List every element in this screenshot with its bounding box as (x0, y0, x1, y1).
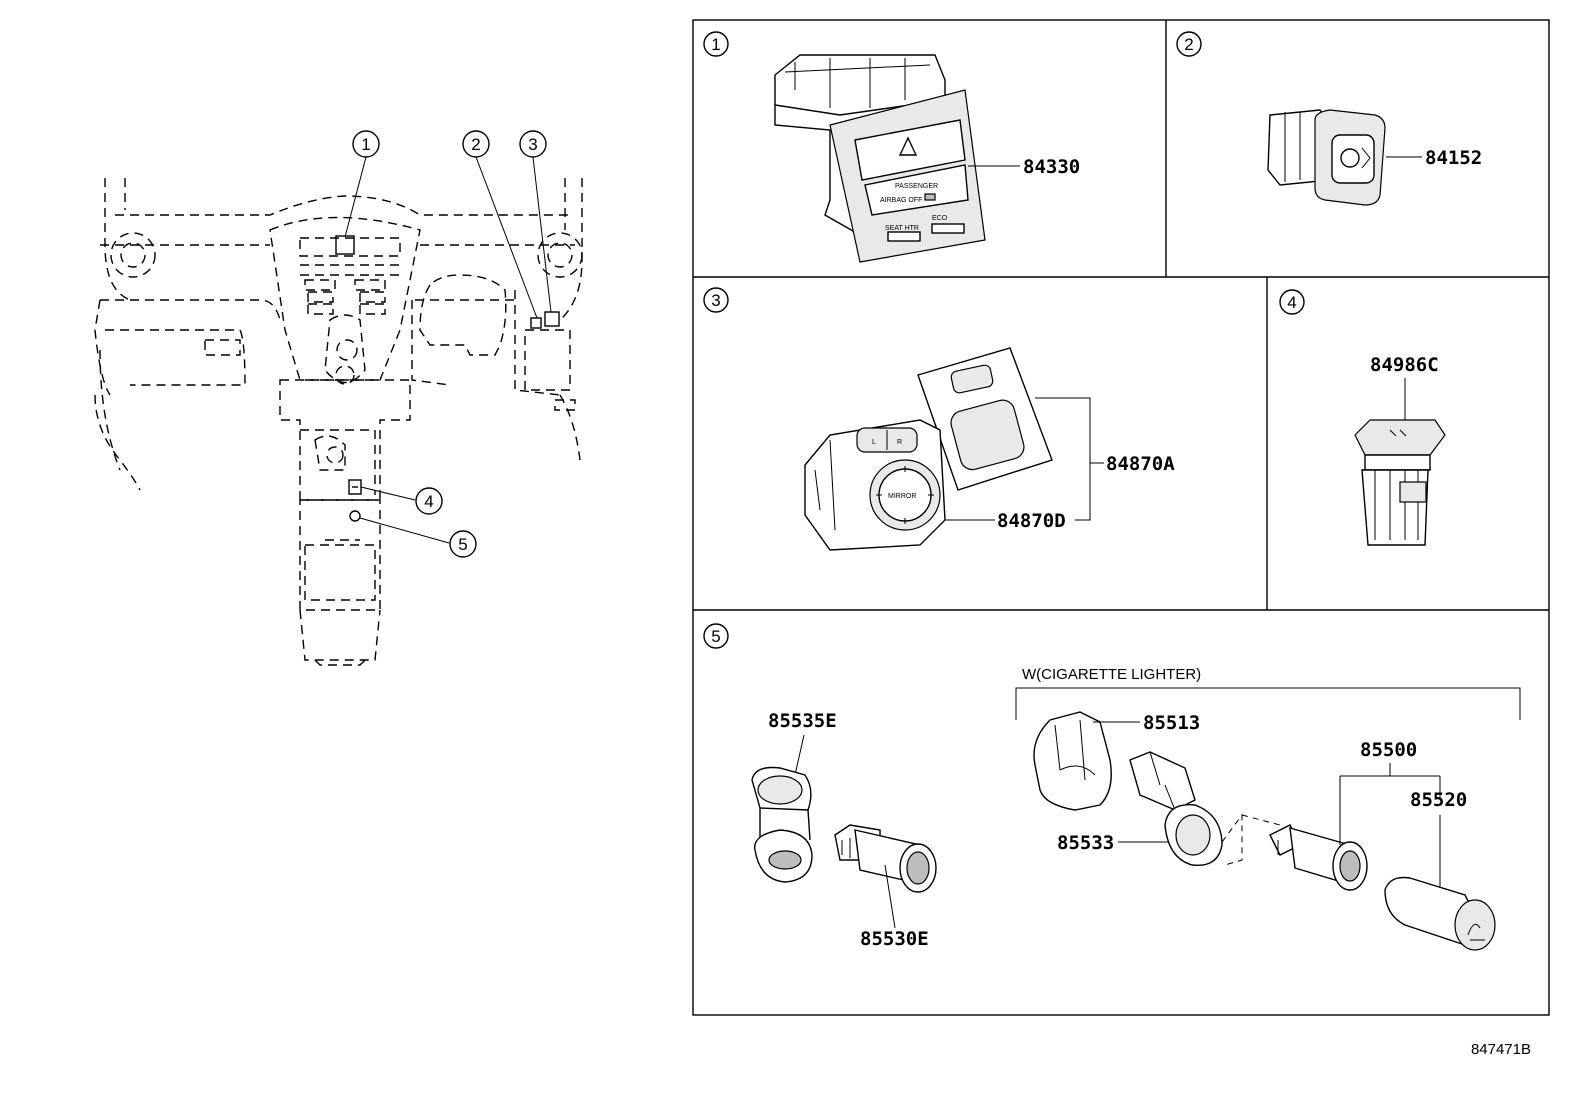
panel-2-number-circle (1176, 31, 1202, 57)
callout-1 (352, 130, 380, 158)
lighter-85520-illustration (1384, 876, 1496, 951)
part-85513: 85513 (1143, 712, 1200, 734)
panel-1-number-circle (703, 31, 729, 57)
panel-3-number-circle (703, 287, 729, 313)
callout-2 (462, 130, 490, 158)
callout-3 (519, 130, 547, 158)
panel-4-number: 4 (1287, 293, 1296, 312)
callout-5-label: 5 (458, 535, 467, 554)
socket-85530e-illustration (834, 824, 937, 893)
mirror-r-label: R (897, 439, 902, 446)
dimmer-switch-illustration (1267, 109, 1386, 206)
retainer-85533-illustration (1129, 751, 1223, 867)
part-85530E: 85530E (860, 928, 929, 950)
part-85533: 85533 (1057, 832, 1114, 854)
part-85520: 85520 (1410, 789, 1467, 811)
panel-grid (692, 19, 1550, 1016)
dashboard-overview: 1 2 3 4 5 (94, 130, 583, 666)
callout-3-label: 3 (528, 135, 537, 154)
panel-2-number: 2 (1184, 35, 1193, 54)
panel-5-number: 5 (711, 627, 720, 646)
socket-85500-illustration (1269, 824, 1368, 891)
panel-3: 3 L R MIRROR 84870A 84870D (703, 287, 1175, 551)
cigarette-lighter-group-label: W(CIGARETTE LIGHTER) (1022, 666, 1201, 683)
panel-1: 1 PASSENGER AIRBAG OFF SEAT HTR ECO 8433… (703, 31, 1080, 263)
bracket-85513-illustration (1033, 711, 1112, 811)
panel-1-number: 1 (711, 35, 720, 54)
callout-5 (449, 530, 477, 558)
mirror-label: MIRROR (888, 493, 916, 500)
switch-84986c-illustration (1354, 419, 1446, 546)
panel-4-number-circle (1279, 289, 1305, 315)
part-84870D: 84870D (997, 510, 1066, 532)
mirror-switch-bezel-illustration (917, 347, 1053, 491)
callout-4-label: 4 (424, 492, 433, 511)
part-84870A: 84870A (1106, 453, 1175, 475)
hazard-switch-illustration: PASSENGER AIRBAG OFF SEAT HTR ECO (774, 54, 986, 263)
mirror-l-label: L (872, 439, 876, 446)
socket-cap-illustration (751, 766, 813, 883)
panel-5-number-circle (703, 623, 729, 649)
callout-1-label: 1 (361, 135, 370, 154)
panel-4: 4 84986C (1279, 289, 1446, 546)
passenger-label: PASSENGER (895, 183, 938, 190)
part-85500: 85500 (1360, 739, 1417, 761)
callout-2-label: 2 (471, 135, 480, 154)
part-84986C: 84986C (1370, 354, 1439, 376)
document-id: 847471B (1471, 1041, 1531, 1058)
left-button-label: SEAT HTR (885, 225, 919, 232)
part-84330: 84330 (1023, 156, 1080, 178)
mirror-switch-illustration: L R MIRROR (804, 419, 946, 551)
panel-3-number: 3 (711, 291, 720, 310)
panel-2: 2 84152 (1176, 31, 1482, 206)
callout-4 (415, 487, 443, 515)
part-84152: 84152 (1425, 147, 1482, 169)
right-button-label: ECO (932, 215, 948, 222)
panel-5: 5 85535E 85530E W(CIGARETTE LIGHTER) (703, 623, 1521, 951)
airbag-off-label: AIRBAG OFF (880, 197, 922, 204)
part-85535E: 85535E (768, 710, 837, 732)
